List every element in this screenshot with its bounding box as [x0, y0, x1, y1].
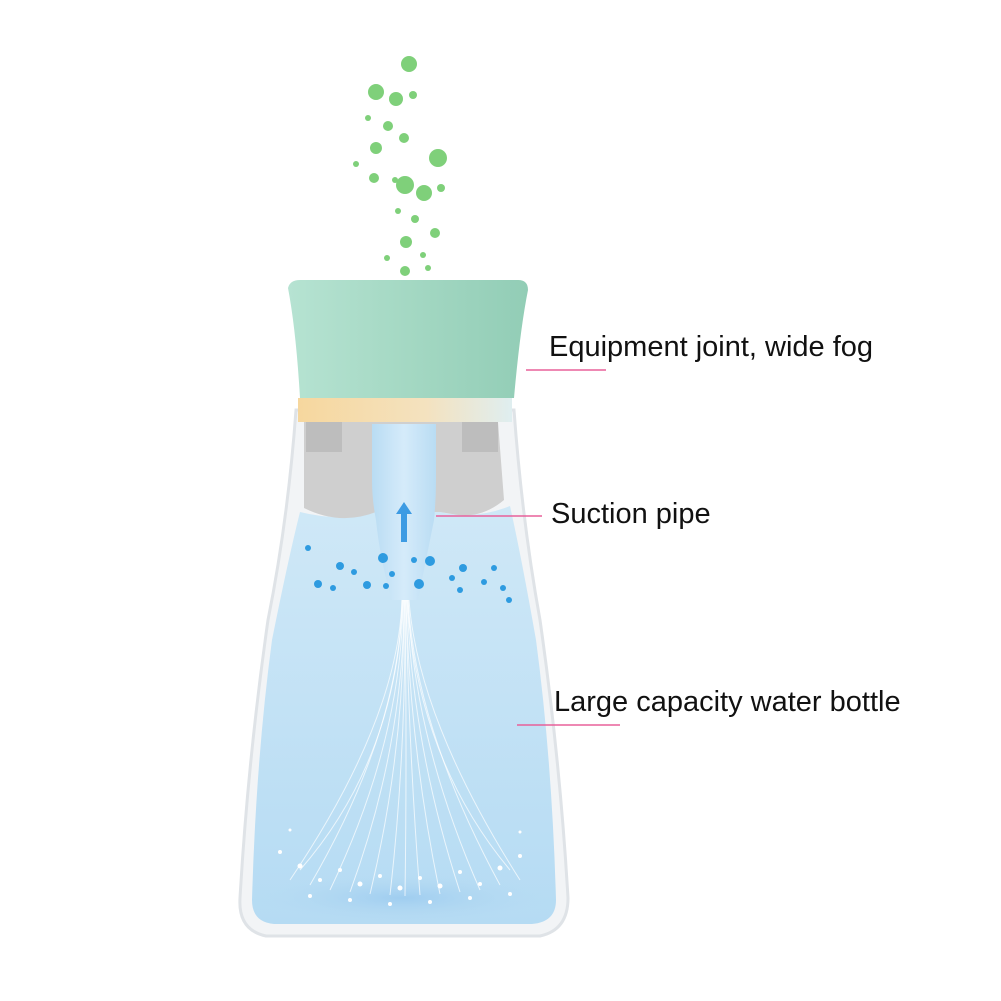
housing-clip-left [306, 422, 342, 452]
cap [288, 280, 528, 398]
pipe-arrow-icon [396, 502, 412, 542]
housing-clip-right [462, 422, 498, 452]
base-glow [252, 872, 552, 924]
water-bubbles [305, 545, 512, 603]
label-equipment-joint: Equipment joint, wide fog [549, 331, 874, 363]
mist-particles [353, 56, 447, 276]
cap-band [298, 398, 512, 422]
base-bubbles [278, 828, 522, 906]
label-suction-pipe: Suction pipe [551, 498, 711, 530]
label-water-bottle: Large capacity water bottle [554, 686, 901, 718]
water-strands [289, 599, 521, 897]
